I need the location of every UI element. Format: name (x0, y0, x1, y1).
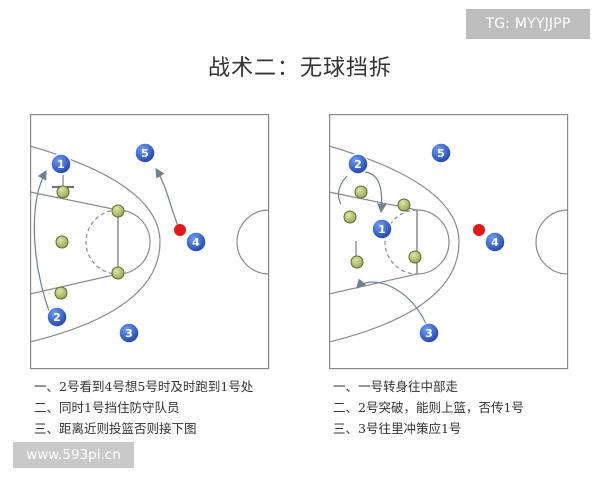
court-boundary (30, 114, 270, 370)
left-court-diagram: 1 2 3 4 5 (30, 114, 270, 370)
defender-elbow-top (111, 204, 125, 218)
right-notes: 一、一号转身往中部走 二、2号突破，能则上篮，否传1号 三、3号往里冲策应1号 (333, 376, 524, 439)
defender-top (56, 185, 70, 199)
player-3-label: 3 (425, 327, 433, 340)
defenders (54, 185, 125, 300)
player-4: 4 (484, 231, 506, 253)
player-2: 2 (347, 153, 369, 175)
defenders (343, 185, 422, 269)
player-4-label: 4 (491, 236, 499, 249)
player-2: 2 (46, 306, 68, 328)
player-3-label: 3 (125, 327, 133, 340)
watermark-tg: TG: MYYJJPP (466, 9, 590, 39)
offense-players: 1 2 3 4 5 (347, 142, 506, 344)
paint-key (30, 191, 119, 295)
player-5-label: 5 (141, 147, 149, 160)
three-point-arc (329, 145, 460, 343)
defender-elbow-bottom (111, 266, 125, 280)
player-1: 1 (371, 218, 393, 240)
player-1-label: 1 (378, 223, 386, 236)
page-title: 战术二：无球挡拆 (207, 56, 392, 81)
right-note-3: 三、3号往里冲策应1号 (333, 421, 462, 436)
arrow-p2-cut (364, 171, 387, 214)
free-throw-circle-front (85, 209, 119, 275)
center-circle (236, 209, 270, 275)
arrow-p2-drive (337, 175, 348, 205)
left-notes: 一、2号看到4号想5号时及时跑到1号处 二、同时1号挡住防守队员 三、距离近则投… (34, 376, 253, 439)
player-5: 5 (430, 142, 452, 164)
ball (473, 224, 485, 236)
defender-low (350, 255, 364, 269)
defender-wing (343, 210, 357, 224)
player-3: 3 (418, 322, 440, 344)
defender-low (54, 286, 68, 300)
offense-players: 1 2 3 4 5 (46, 142, 207, 344)
player-4: 4 (185, 231, 207, 253)
player-2-label: 2 (53, 311, 61, 324)
court-boundary (329, 114, 569, 370)
left-note-3: 三、距离近则投篮否则接下图 (34, 421, 197, 436)
player-5: 5 (134, 142, 156, 164)
right-note-2: 二、2号突破，能则上篮，否传1号 (333, 400, 524, 415)
left-note-2: 二、同时1号挡住防守队员 (34, 400, 180, 415)
ball (174, 224, 186, 236)
arrow-p3-cut (356, 278, 428, 327)
watermark-site: www.593pi.cn (13, 442, 134, 468)
defender-mid (55, 235, 69, 249)
defender-top (354, 185, 368, 199)
defender-elbow-bottom (408, 250, 422, 264)
player-2-label: 2 (354, 158, 362, 171)
movement-arrows (337, 171, 428, 327)
right-note-1: 一、一号转身往中部走 (333, 379, 459, 394)
right-court-diagram: 1 2 3 4 5 (329, 114, 569, 370)
free-throw-circle-back (416, 209, 450, 275)
defender-elbow-top (397, 198, 411, 212)
player-5-label: 5 (437, 147, 445, 160)
three-point-arc (30, 145, 161, 343)
player-1: 1 (50, 153, 72, 175)
center-circle (535, 209, 569, 275)
player-3: 3 (118, 322, 140, 344)
free-throw-circle-front (384, 209, 418, 275)
player-4-label: 4 (192, 236, 200, 249)
court-lines (30, 114, 270, 370)
arrow-p2-to-p1 (33, 169, 51, 315)
player-1-label: 1 (57, 158, 65, 171)
free-throw-circle-back (117, 209, 151, 275)
court-lines (329, 114, 569, 370)
left-note-1: 一、2号看到4号想5号时及时跑到1号处 (34, 379, 254, 394)
